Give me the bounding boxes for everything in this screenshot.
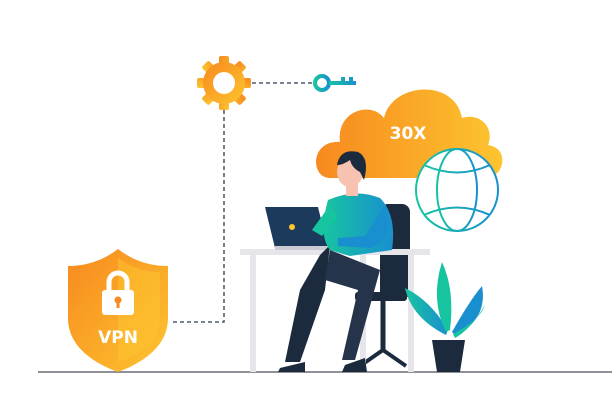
globe-icon	[415, 148, 499, 232]
lock-icon	[102, 270, 134, 315]
vpn-label: VPN	[98, 328, 138, 348]
dashed-connectors	[170, 82, 312, 323]
gear-icon	[197, 56, 251, 110]
potted-plant	[405, 262, 485, 372]
cloud-label: 30X	[390, 124, 427, 144]
laptop	[265, 207, 335, 250]
person	[278, 151, 394, 372]
vpn-shield-icon: VPN	[68, 249, 168, 372]
key-icon	[313, 74, 356, 92]
